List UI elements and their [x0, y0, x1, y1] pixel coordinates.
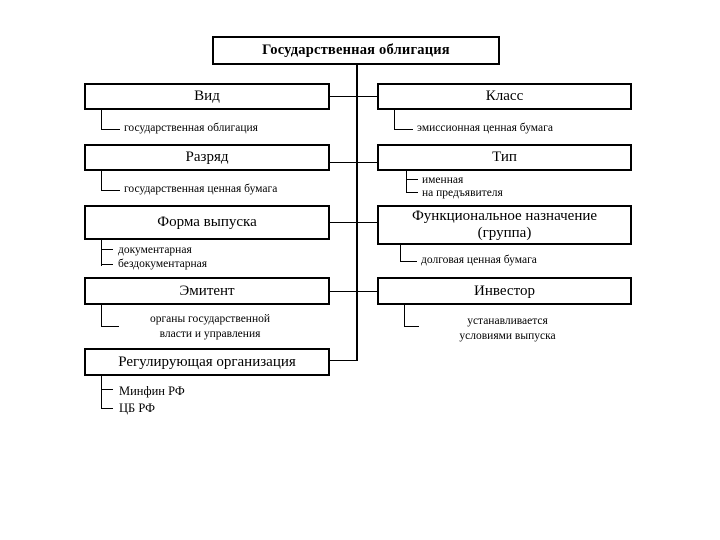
- node-label-reguliruyushchaya-organizaciya: Регулирующая организация: [118, 353, 296, 370]
- leaf-connector-investor-vertical: [404, 305, 405, 327]
- node-label-emitent: Эмитент: [179, 282, 235, 299]
- node-box-forma-vypuska[interactable]: Форма выпуска: [84, 205, 330, 240]
- node-label-vid: Вид: [194, 88, 220, 105]
- node-label-klass: Класс: [485, 88, 524, 105]
- leaf-connector-vid-vertical: [101, 110, 102, 130]
- node-box-reguliruyushchaya-organizaciya[interactable]: Регулирующая организация: [84, 348, 330, 376]
- leaf-connector-regorg-tick-2: [101, 408, 113, 409]
- node-box-funkcionalnoe-naznachenie[interactable]: Функциональное назначение (группа): [377, 205, 632, 245]
- root-node-label: Государственная облигация: [262, 42, 450, 59]
- leaf-connector-vid-horizontal: [101, 129, 120, 130]
- leaf-connector-razryad-horizontal: [101, 190, 120, 191]
- connector-row5: [330, 360, 358, 361]
- leaf-connector-razryad-vertical: [101, 171, 102, 191]
- node-label-funkcionalnoe-line2: (группа): [477, 225, 532, 241]
- leaf-connector-regorg-tick-1: [101, 389, 113, 390]
- leaf-connector-regorg-vertical: [101, 376, 102, 409]
- leaf-connector-tip-tick-2: [406, 192, 418, 193]
- leaf-emitent-line1: органы государственной: [149, 313, 271, 325]
- node-box-klass[interactable]: Класс: [377, 83, 632, 110]
- leaf-regorg-1: Минфин РФ: [119, 384, 185, 398]
- leaf-connector-emitent-vertical: [101, 305, 102, 327]
- leaf-tip-1: именная: [422, 174, 464, 186]
- node-box-investor[interactable]: Инвестор: [377, 277, 632, 305]
- root-node-box[interactable]: Государственная облигация: [212, 36, 500, 65]
- node-label-forma-vypuska: Форма выпуска: [157, 214, 257, 231]
- node-box-vid[interactable]: Вид: [84, 83, 330, 110]
- leaf-investor-line2: условиями выпуска: [459, 330, 556, 342]
- leaf-connector-forma-tick-1: [101, 249, 113, 250]
- connector-row4: [330, 291, 377, 292]
- node-label-tip: Тип: [492, 149, 517, 166]
- leaf-regorg-2: ЦБ РФ: [119, 401, 155, 415]
- connector-row2: [330, 162, 377, 163]
- leaf-connector-emitent-horizontal: [101, 326, 119, 327]
- leaf-connector-funkcionalnoe-vertical: [400, 245, 401, 262]
- leaf-connector-tip-vertical: [406, 171, 407, 193]
- leaf-forma-1: документарная: [118, 244, 192, 256]
- leaf-connector-klass-vertical: [394, 110, 395, 130]
- node-box-razryad[interactable]: Разряд: [84, 144, 330, 171]
- node-box-emitent[interactable]: Эмитент: [84, 277, 330, 305]
- node-label-razryad: Разряд: [185, 149, 229, 166]
- leaf-connector-klass-horizontal: [394, 129, 413, 130]
- leaf-forma-2: бездокументарная: [118, 258, 208, 270]
- leaf-tip-2: на предъявителя: [422, 187, 503, 199]
- connector-row3: [330, 222, 377, 223]
- spine-vertical-line: [356, 65, 358, 361]
- leaf-connector-forma-vertical: [101, 240, 102, 266]
- leaf-razryad-1: государственная ценная бумага: [124, 183, 278, 195]
- leaf-funkcionalnoe-1: долговая ценная бумага: [421, 254, 537, 266]
- leaf-emitent-line2: власти и управления: [159, 328, 261, 340]
- leaf-connector-investor-horizontal: [404, 326, 419, 327]
- node-label-investor: Инвестор: [474, 282, 535, 299]
- leaf-investor-line1: устанавливается: [467, 315, 548, 327]
- leaf-connector-tip-tick-1: [406, 179, 418, 180]
- leaf-klass-1: эмиссионная ценная бумага: [417, 122, 553, 134]
- connector-row1: [330, 96, 377, 97]
- node-box-tip[interactable]: Тип: [377, 144, 632, 171]
- leaf-connector-forma-tick-2: [101, 264, 113, 265]
- node-label-funkcionalnoe-line1: Функциональное назначение: [411, 208, 598, 225]
- leaf-connector-funkcionalnoe-horizontal: [400, 261, 417, 262]
- leaf-vid-1: государственная облигация: [124, 122, 258, 134]
